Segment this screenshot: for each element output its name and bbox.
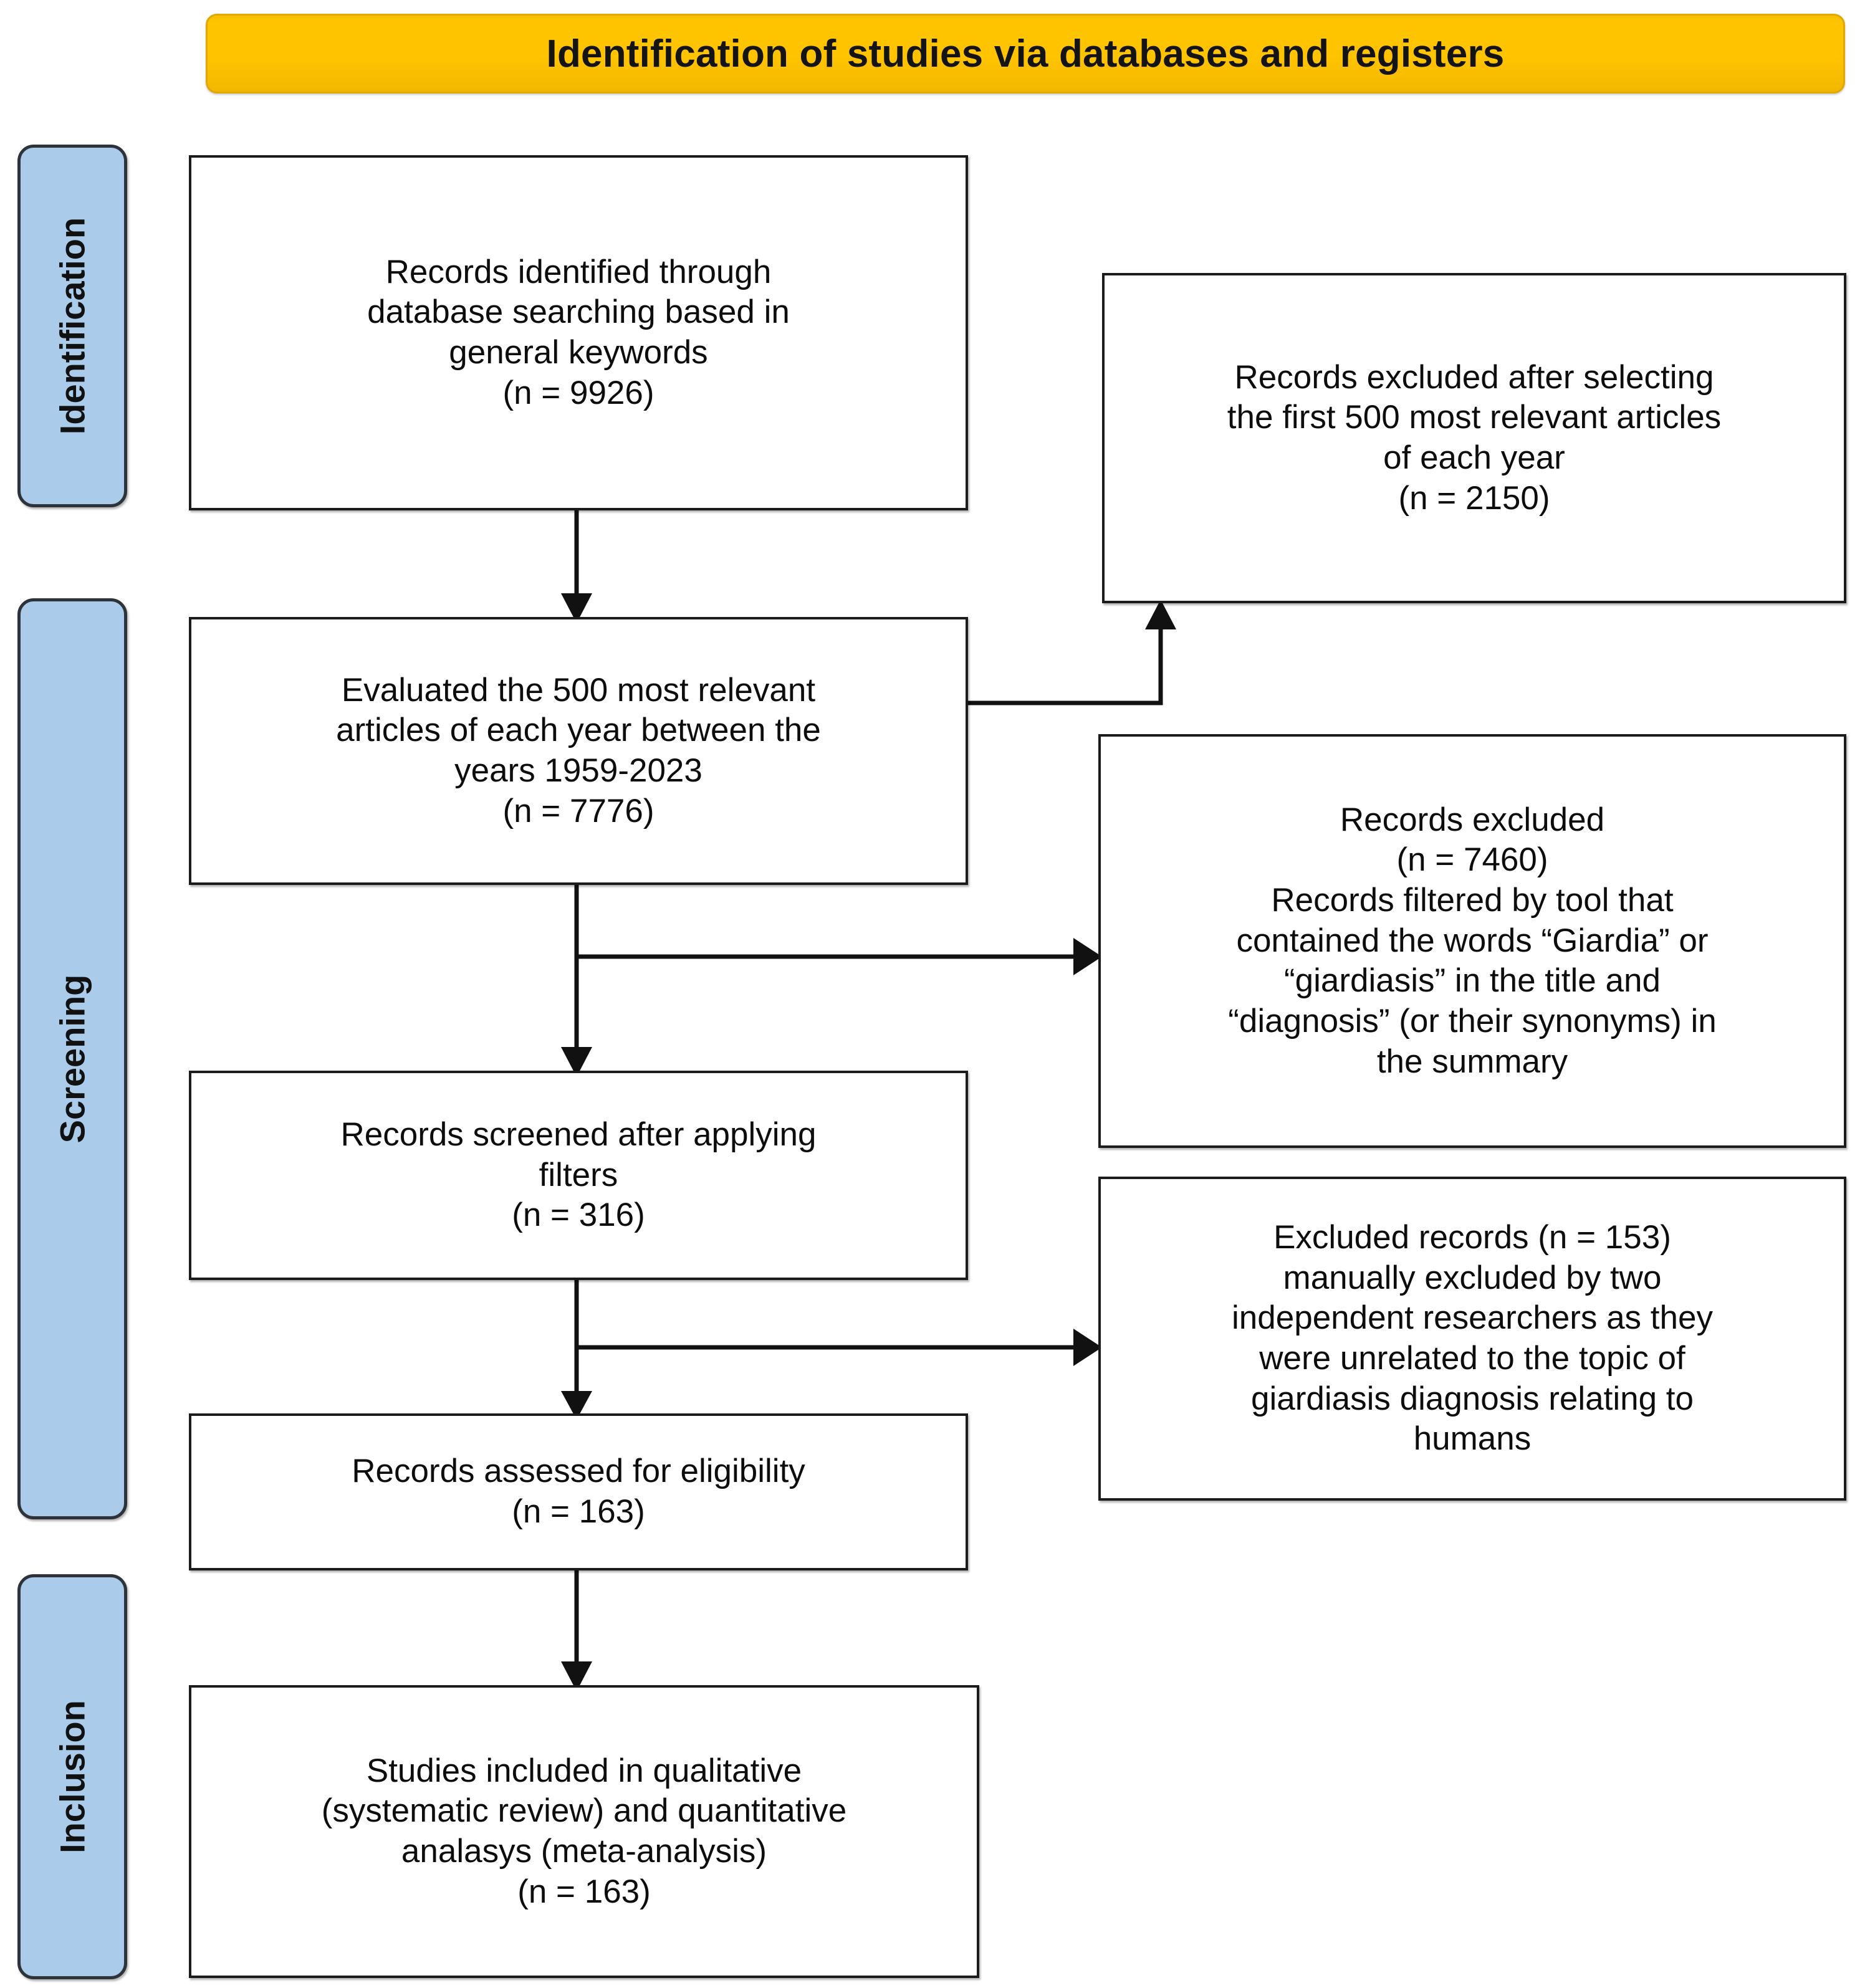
connector-screened-to-eligibility <box>561 1280 592 1420</box>
box-excluded-records-manual: Excluded records (n = 153) manually excl… <box>1098 1177 1846 1501</box>
box-records-excluded-after-selecting-500-text: Records excluded after selecting the fir… <box>1227 358 1722 517</box>
box-records-excluded-filtered-by-tool: Records excluded (n = 7460) Records filt… <box>1098 734 1846 1148</box>
box-studies-included: Studies included in qualitative (systema… <box>189 1685 979 1978</box>
phase-rail-identification: Identification <box>17 145 127 507</box>
box-excluded-records-manual-text: Excluded records (n = 153) manually excl… <box>1232 1219 1713 1458</box>
phase-label-screening: Screening <box>52 974 92 1144</box>
box-records-excluded-filtered-by-tool-text: Records excluded (n = 7460) Records filt… <box>1228 801 1717 1080</box>
connector-to-excluded7460 <box>577 938 1102 975</box>
box-evaluated-500-most-relevant: Evaluated the 500 most relevant articles… <box>189 617 968 885</box>
box-records-assessed-for-eligibility-text: Records assessed for eligibility (n = 16… <box>352 1453 805 1530</box>
box-records-excluded-after-selecting-500: Records excluded after selecting the fir… <box>1102 273 1846 603</box>
phase-rail-screening: Screening <box>17 598 127 1519</box>
box-records-identified-text: Records identified through database sear… <box>367 253 790 411</box>
box-records-identified: Records identified through database sear… <box>189 155 968 510</box>
connector-evaluated-to-screened <box>561 885 592 1077</box>
phase-label-inclusion: Inclusion <box>52 1700 92 1853</box>
connector-evaluated-to-excluded500 <box>968 600 1176 705</box>
box-records-screened-after-filters-text: Records screened after applying filters … <box>340 1116 817 1234</box>
box-records-screened-after-filters: Records screened after applying filters … <box>189 1071 968 1280</box>
box-evaluated-500-most-relevant-text: Evaluated the 500 most relevant articles… <box>336 671 821 829</box>
connector-identified-to-evaluated <box>561 510 592 623</box>
connector-eligibility-to-included <box>561 1570 592 1691</box>
phase-label-identification: Identification <box>52 217 92 435</box>
connector-to-excluded153 <box>577 1329 1102 1366</box>
box-records-assessed-for-eligibility: Records assessed for eligibility (n = 16… <box>189 1413 968 1570</box>
banner-title: Identification of studies via databases … <box>546 32 1505 75</box>
phase-rail-inclusion: Inclusion <box>17 1574 127 1979</box>
box-studies-included-text: Studies included in qualitative (systema… <box>321 1752 847 1910</box>
diagram-header-banner: Identification of studies via databases … <box>206 14 1845 93</box>
